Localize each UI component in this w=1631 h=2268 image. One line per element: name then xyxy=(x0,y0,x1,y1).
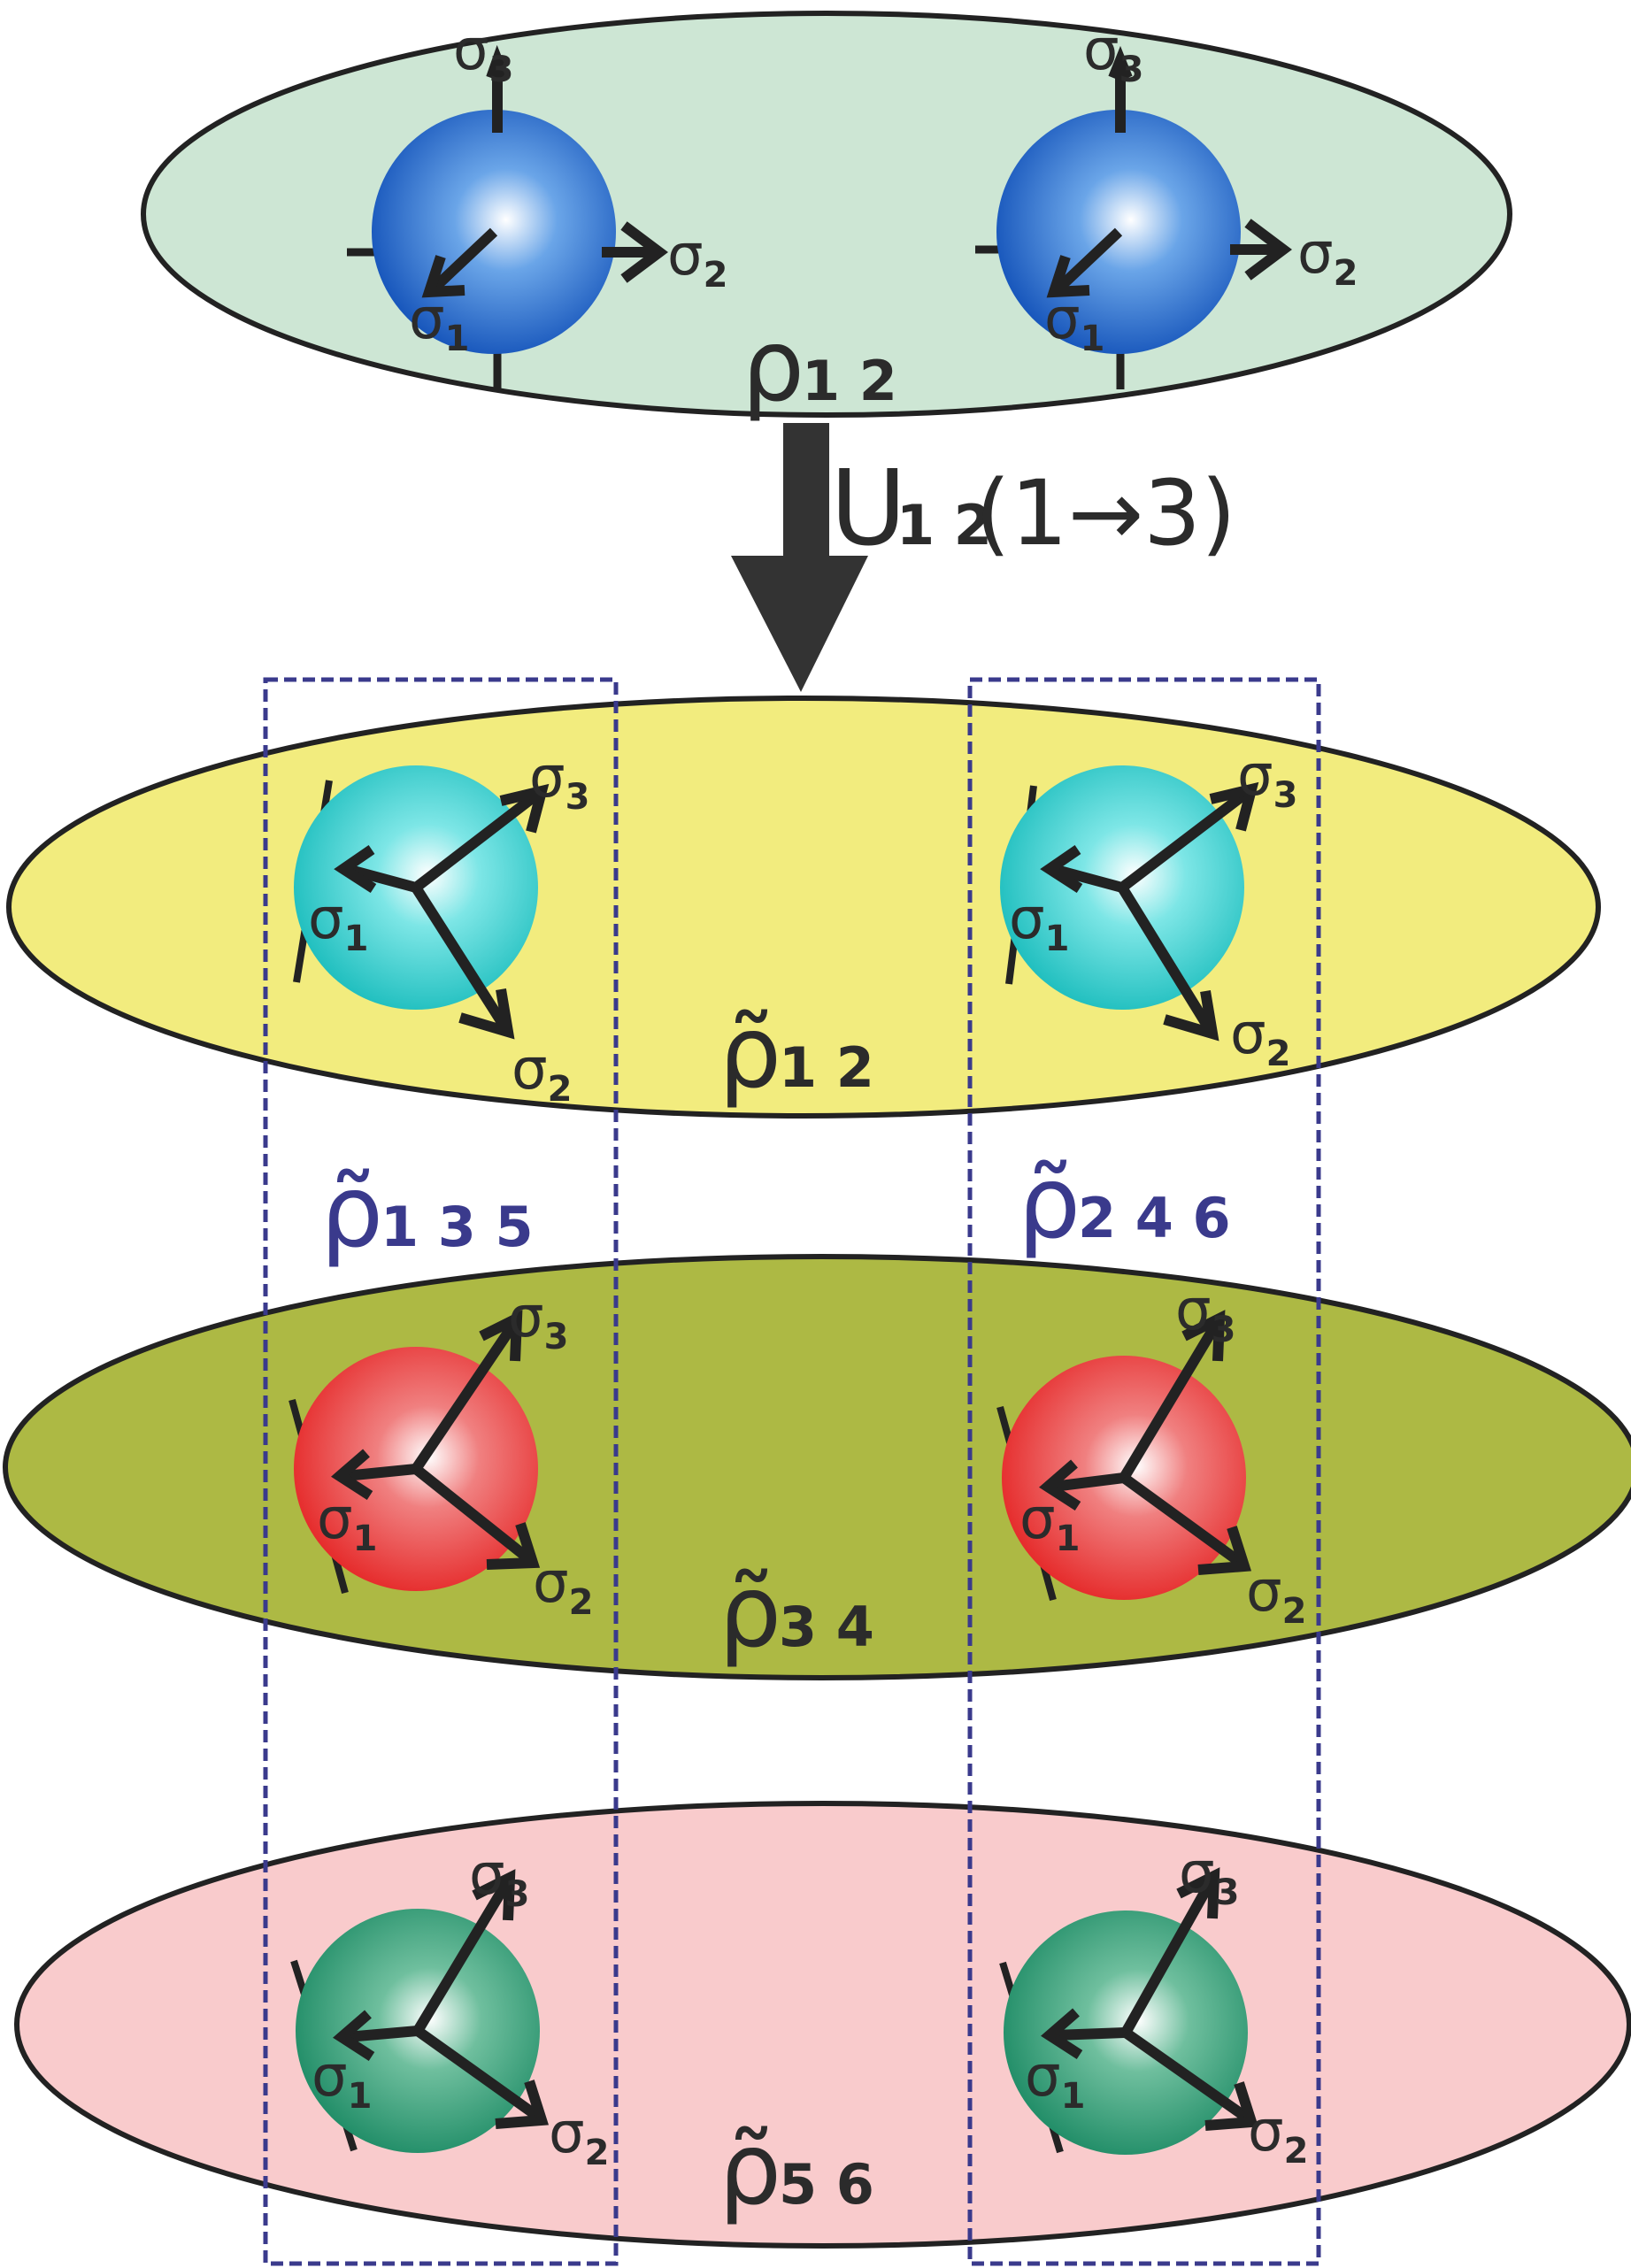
rho-tilde-symbol: ρ̃ xyxy=(1018,1146,1081,1261)
sigma-s2-label: σ2 xyxy=(667,223,727,296)
sigma-s3-label: σ3 xyxy=(1083,18,1143,90)
sigma-s2-label: σ2 xyxy=(1230,1002,1290,1074)
sigma-s3-label: σ3 xyxy=(469,1842,529,1915)
sigma-s1-label: σ1 xyxy=(409,287,469,359)
sigma-s2-label: σ2 xyxy=(1248,2099,1308,2172)
rho-tilde-symbol: ρ̃ xyxy=(719,1555,781,1670)
sigma-s1-label: σ1 xyxy=(1025,2044,1085,2117)
rho-symbol: ρ xyxy=(742,309,804,424)
sigma-s3-label: σ3 xyxy=(1179,1841,1239,1913)
sphere-layer56-a xyxy=(290,1869,550,2153)
sigma-s3-label: σ3 xyxy=(453,18,513,90)
sphere-layer12-b xyxy=(1000,765,1259,1042)
sigma-s2-label: σ2 xyxy=(549,2101,609,2173)
sigma-s1-label: σ1 xyxy=(1009,887,1069,959)
rho-subscript: 2 4 6 xyxy=(1078,1186,1231,1250)
sphere-layer34-b xyxy=(996,1310,1252,1602)
operator-base: U xyxy=(830,447,906,569)
group-box-246 xyxy=(967,677,1321,2266)
operator-subscript: 1 2 xyxy=(896,493,992,557)
sigma-s2-label: σ2 xyxy=(1246,1559,1306,1632)
group-box-135 xyxy=(263,677,619,2266)
sigma-s2-label: σ2 xyxy=(533,1550,593,1623)
rho-subscript: 5 6 xyxy=(779,2152,874,2217)
group-label-135: ρ̃ 1 3 5 xyxy=(320,1155,534,1270)
operator-label: U 1 2 (1→3) xyxy=(830,447,1236,569)
sigma-labels: σ3 σ2 σ1 σ3 σ2 σ1 σ3 σ1 σ2 σ3 σ1 σ2 σ3 σ1 σ2 σ3 σ1 σ2 σ3 σ1… xyxy=(308,18,1358,2173)
layer-label-34: ρ̃ 3 4 xyxy=(719,1555,874,1670)
sphere-layer34-a xyxy=(289,1310,541,1595)
sigma-s1-label: σ1 xyxy=(1019,1487,1080,1559)
transform-arrow xyxy=(731,423,868,692)
group-label-246: ρ̃ 2 4 6 xyxy=(1018,1146,1231,1261)
rho-subscript: 1 2 xyxy=(779,1035,874,1100)
rho-subscript: 1 3 5 xyxy=(381,1195,534,1259)
rho-tilde-symbol: ρ̃ xyxy=(719,996,781,1111)
sphere-initial-2 xyxy=(975,45,1292,389)
sigma-s3-label: σ3 xyxy=(508,1285,568,1357)
sigma-s3-label: σ3 xyxy=(1175,1278,1235,1350)
sigma-s1-label: σ1 xyxy=(317,1487,377,1559)
sigma-s2-label: σ2 xyxy=(1297,221,1358,294)
sigma-s1-label: σ1 xyxy=(1044,287,1104,359)
layer-label-12: ρ̃ 1 2 xyxy=(719,996,874,1111)
sigma-s2-label: σ2 xyxy=(512,1037,572,1110)
sigma-s3-label: σ3 xyxy=(529,745,589,818)
sigma-s1-label: σ1 xyxy=(308,887,368,959)
rho-tilde-symbol: ρ̃ xyxy=(320,1155,383,1270)
sigma-s1-label: σ1 xyxy=(312,2044,372,2117)
sphere-initial-1 xyxy=(347,44,668,389)
sphere-layer12-a xyxy=(293,765,550,1040)
sigma-s3-label: σ3 xyxy=(1237,743,1297,816)
rho-subscript: 3 4 xyxy=(779,1595,874,1659)
sphere-layer56-b xyxy=(999,1867,1259,2155)
layer-label-56: ρ̃ 5 6 xyxy=(719,2112,874,2227)
initial-state-label: ρ 1 2 xyxy=(742,309,897,424)
operator-argument: (1→3) xyxy=(975,461,1236,566)
rho-subscript: 1 2 xyxy=(802,349,897,413)
rho-tilde-symbol: ρ̃ xyxy=(719,2112,781,2227)
